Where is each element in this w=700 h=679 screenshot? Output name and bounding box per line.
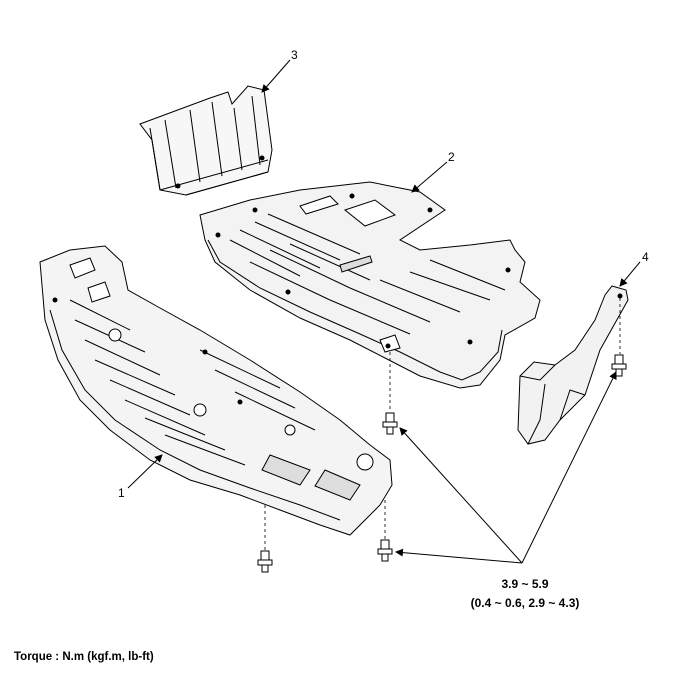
side-under-cover-bracket-icon	[517, 285, 629, 445]
callout-4: 4	[642, 250, 649, 264]
torque-units-legend: Torque : N.m (kgf.m, lb-ft)	[14, 651, 154, 663]
bolt-icon	[611, 354, 627, 377]
callout-3: 3	[291, 48, 298, 62]
torque-value: 3.9 ~ 5.9	[501, 577, 549, 591]
front-under-cover-icon	[39, 245, 393, 536]
torque-leaders	[395, 371, 617, 564]
rear-under-cover-icon	[139, 85, 273, 196]
bolt-icon	[257, 550, 273, 573]
center-under-cover-icon	[199, 181, 541, 389]
callout-1: 1	[118, 486, 125, 500]
bolt-icon	[382, 412, 398, 435]
torque-value-alt-units: (0.4 ~ 0.6, 2.9 ~ 4.3)	[470, 596, 580, 610]
installation-guide-lines	[264, 298, 621, 550]
callout-2: 2	[448, 150, 455, 164]
bolt-icon	[377, 539, 393, 562]
callout-leaders	[127, 59, 641, 489]
